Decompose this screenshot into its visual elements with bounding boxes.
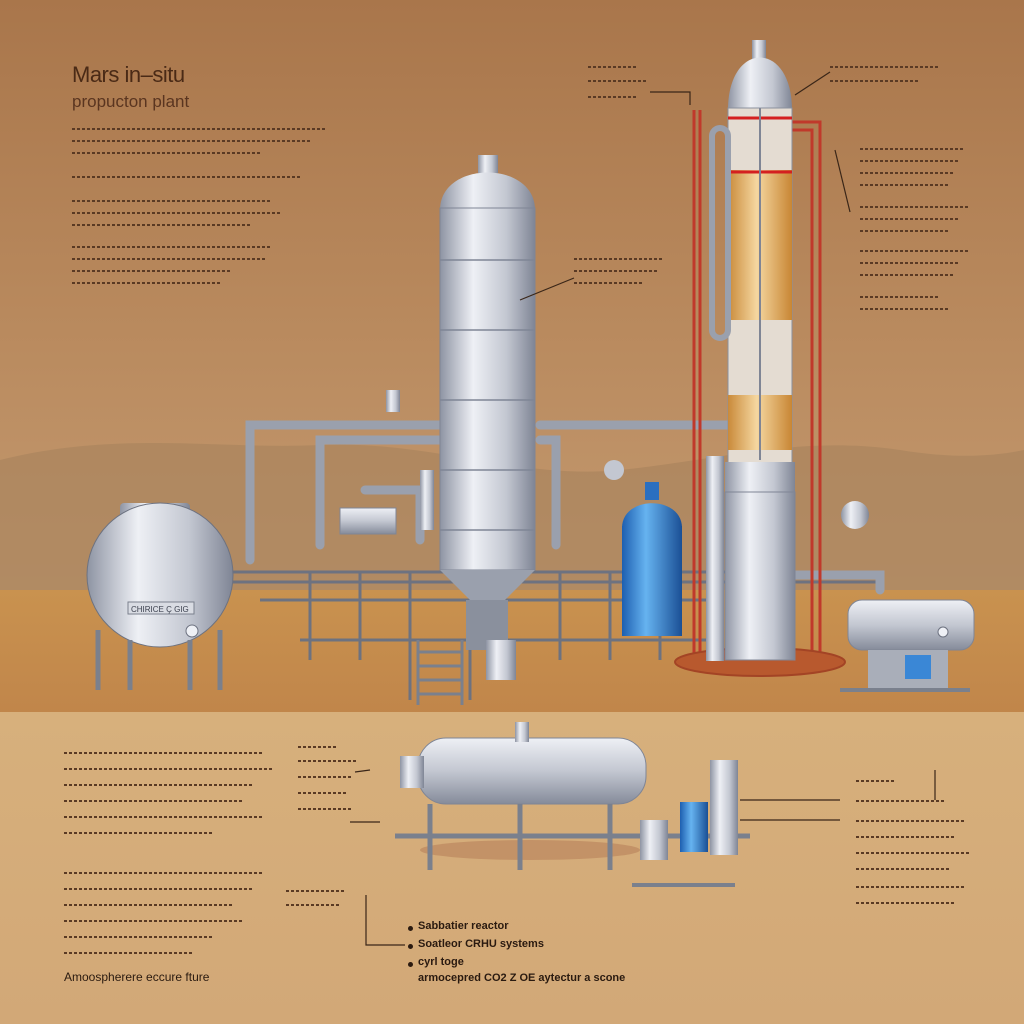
sabatier-unit [395,722,750,887]
legend-bullet [408,962,413,967]
storage-tank-right [840,599,975,692]
central-column [439,155,536,680]
legend-item-4: armocepred CO2 Z OE aytectur a scone [418,972,626,984]
pressure-gauge-right [841,501,869,529]
leader-lines [350,71,936,946]
access-ladder [416,640,464,705]
valve-unit [386,390,400,412]
fuel-reactor [706,40,796,661]
page-title: Mars in–situ [72,62,185,87]
legend-bullet [408,944,413,949]
storage-tank-label: CHIRICE Ç GIG [131,605,189,614]
small-module [339,507,397,535]
legend-item-3: cyrl toge [418,956,464,968]
small-vessel [420,470,434,530]
storage-tank-left [86,502,234,690]
page-subtitle: propucton plant [72,92,190,111]
bottom-left-label: Amoospherere eccure fture [64,970,210,984]
legend-item-2: Soatleor CRHU systems [418,938,544,950]
red-pipes [692,110,822,660]
water-tank [622,482,682,636]
legend-item-1: Sabbatier reactor [418,920,509,932]
legend-bullet [408,926,413,931]
pressure-gauge-left [604,460,624,480]
